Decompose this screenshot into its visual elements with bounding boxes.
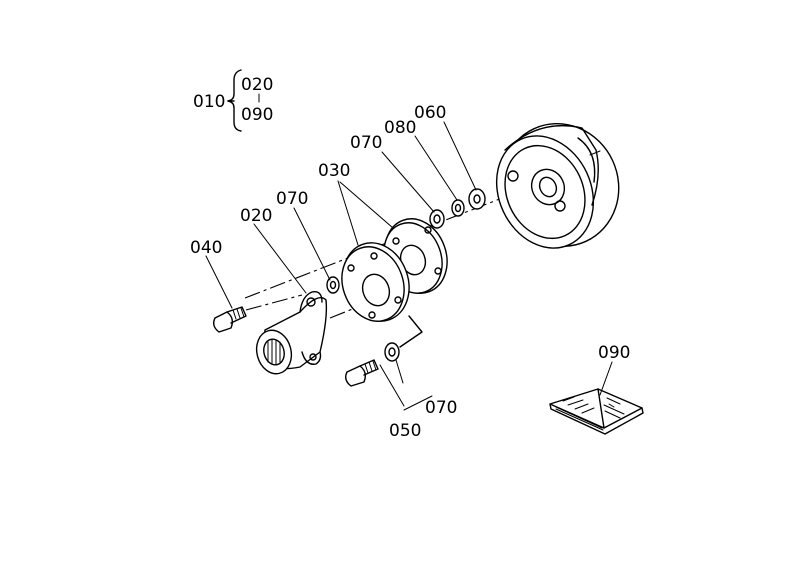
part-060-nut	[468, 188, 486, 210]
part-020-coupling-hub	[255, 291, 328, 375]
part-090-manual-book-icon	[549, 388, 644, 435]
assembly-group-legend: 010 020 090	[193, 69, 273, 132]
part-070-washer-top	[429, 209, 445, 229]
part-050-bolt	[344, 359, 379, 387]
callout-070-top: 070	[350, 133, 382, 153]
callout-040: 040	[190, 238, 222, 258]
callout-070-bottom: 070	[425, 398, 457, 418]
callout-060: 060	[414, 103, 446, 123]
callout-050: 050	[389, 421, 421, 441]
part-030-disc-front	[341, 242, 410, 322]
part-080-lock-washer	[451, 199, 465, 217]
group-last-number: 090	[241, 105, 273, 125]
group-first-number: 020	[241, 75, 273, 95]
callout-020: 020	[240, 206, 272, 226]
callout-080: 080	[384, 118, 416, 138]
part-070-washer-bottom	[384, 315, 423, 362]
group-parent-number: 010	[193, 92, 225, 112]
callout-070-left: 070	[276, 189, 308, 209]
pulley	[495, 122, 620, 249]
callout-labels: 040 020 070 030 070 080 060 090 070 050	[190, 103, 630, 441]
callout-090: 090	[598, 343, 630, 363]
part-040-bolt	[212, 294, 303, 333]
callout-030: 030	[318, 161, 350, 181]
callout-leader-lines	[205, 121, 613, 411]
part-070-washer-left	[326, 276, 340, 294]
